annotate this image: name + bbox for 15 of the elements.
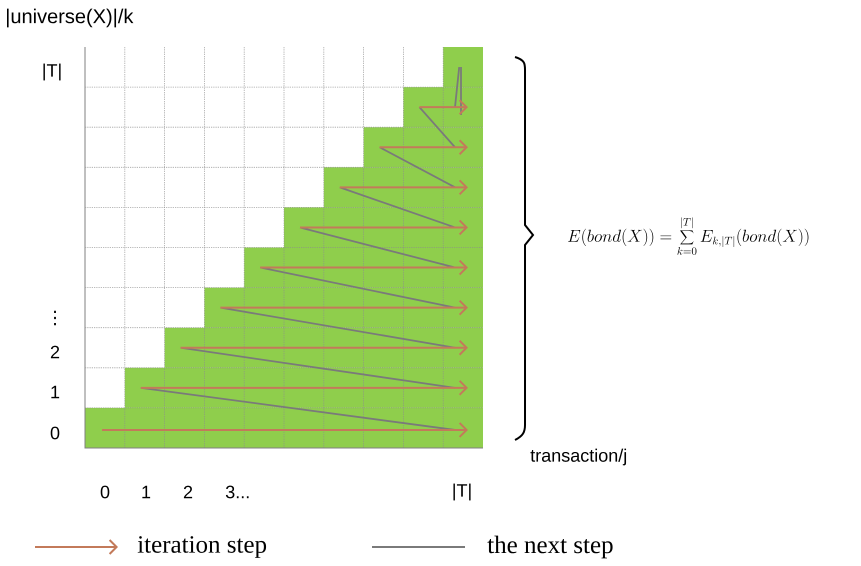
tick-label: 1 (142, 486, 150, 498)
tick-label: ⋮ (54, 310, 56, 326)
formula: $E(bond(X))=\sum_{k=0}^{|T|}E_{k,|T|}(bond(X))$ (568, 217, 808, 255)
tick-label: 1 (51, 386, 60, 398)
tick-label: 0 (100, 486, 110, 498)
tick-label: |T| (43, 64, 61, 80)
tick-label: 3... (226, 486, 249, 498)
tick-label: |T| (453, 484, 471, 500)
tick-label: 2 (184, 486, 192, 498)
axis-label: transaction/j (530, 448, 626, 466)
legend-label: iteration step (138, 536, 266, 558)
tick-label: 2 (50, 346, 60, 358)
tick-label: 0 (50, 426, 60, 440)
axis-label: |universe(X)|/k (7, 8, 134, 28)
legend-label: the next step (487, 536, 613, 558)
